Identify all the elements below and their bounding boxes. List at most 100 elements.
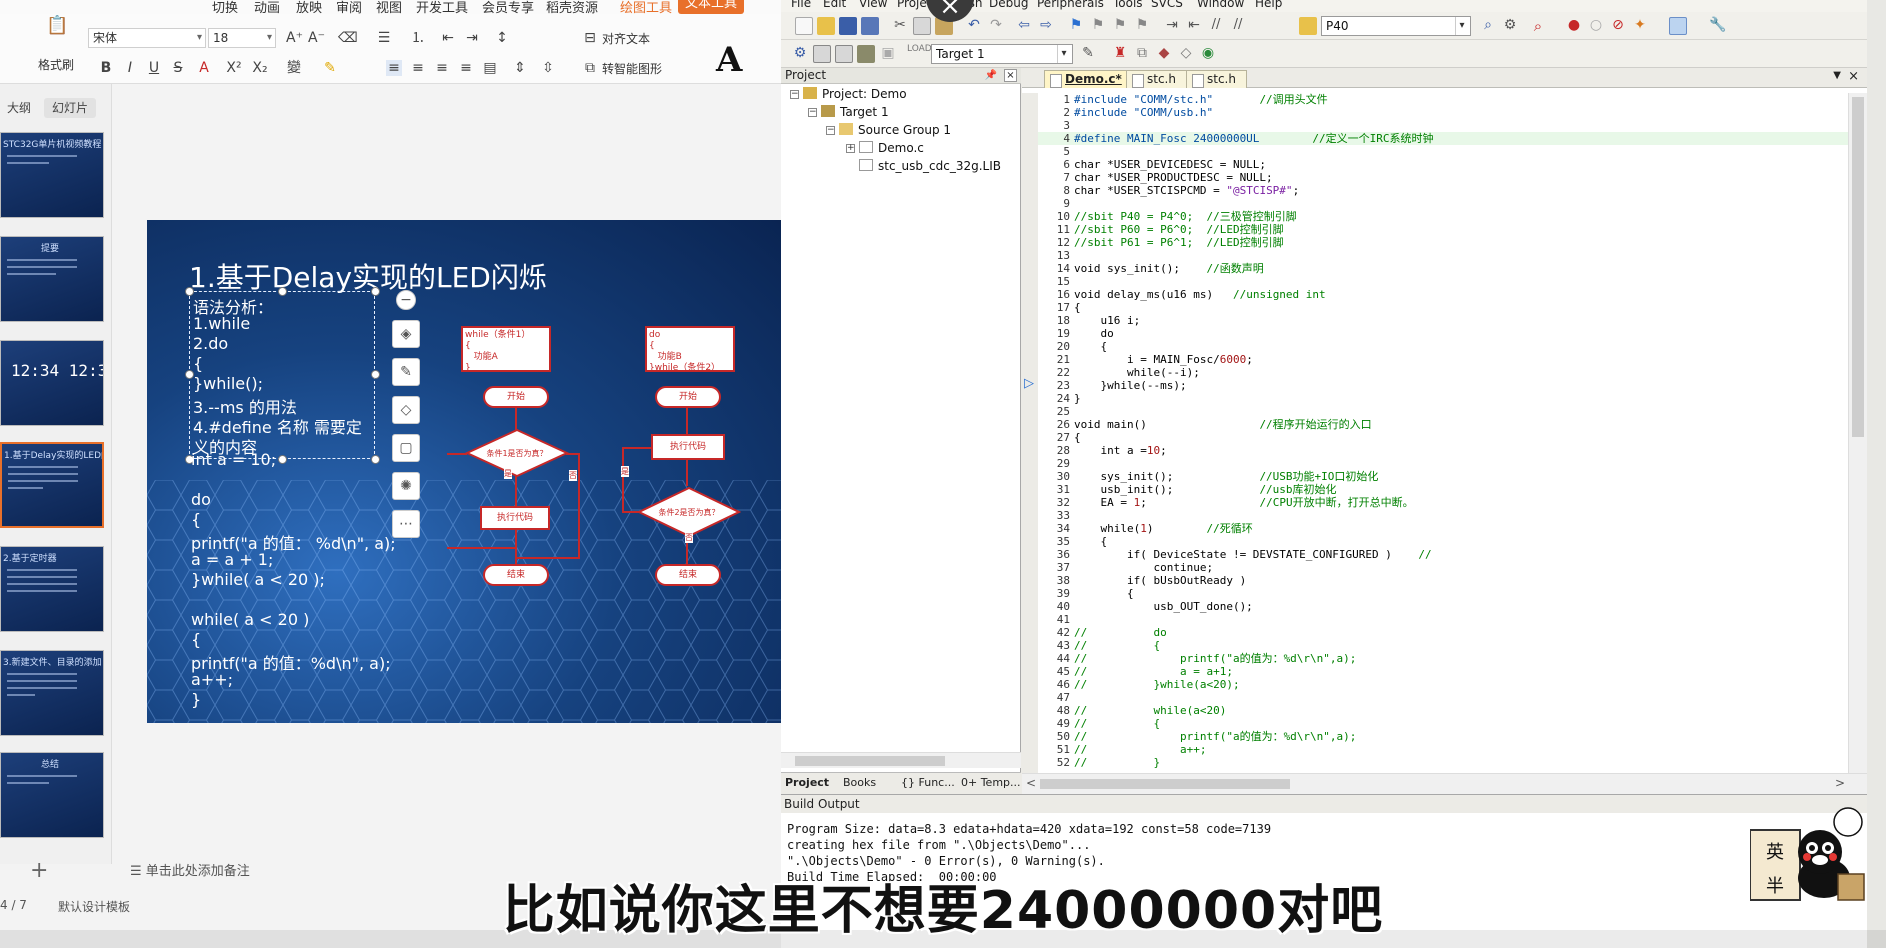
find-in-files-icon[interactable] [1299,17,1317,35]
tree-source-group[interactable]: Source Group 1 [839,122,951,138]
bold-icon[interactable]: B [100,60,112,76]
tab-functions[interactable]: {} Func... [901,776,955,789]
code-line[interactable]: 13 [1038,249,1848,262]
find-combo[interactable]: P40 [1321,16,1471,36]
find-icon[interactable]: ⌕ [1484,17,1492,33]
tab-books[interactable]: Books [843,776,877,789]
code-line[interactable]: 21 i = MAIN_Fosc/6000; [1038,353,1848,366]
align-text-icon[interactable]: ⊟ [584,30,596,46]
open-folder-icon[interactable] [817,17,835,35]
menu-tools[interactable]: Tools [1113,0,1143,10]
line-spacing-icon[interactable]: ↕ [496,30,508,46]
more-icon[interactable]: ⋯ [392,510,420,538]
tab-stc-h-2[interactable]: stc.h [1186,70,1247,88]
grow-font-icon[interactable]: A⁺ [286,30,303,46]
smart-shape-icon[interactable]: ⧉ [585,60,595,76]
align-center-icon[interactable]: ≡ [412,60,424,76]
resize-handle[interactable] [371,287,380,296]
align-left-icon[interactable]: ≡ [386,60,402,76]
code-line[interactable]: 23 }while(--ms); [1038,379,1848,392]
menu-switch[interactable]: 切换 [212,1,239,16]
code-line[interactable]: 12//sbit P61 = P6^1; //LED控制引脚 [1038,236,1848,249]
add-slide-button[interactable]: + [30,858,49,883]
text-style-preview[interactable]: A [716,40,743,80]
code-line[interactable]: 9 [1038,197,1848,210]
code-line[interactable]: 51// a++; [1038,743,1848,756]
code-line[interactable]: 2#include "COMM/usb.h" [1038,106,1848,119]
tab-outline[interactable]: 大纲 [6,101,31,115]
nav-back-icon[interactable]: ⇦ [1018,17,1030,33]
tree-target[interactable]: Target 1 [821,104,889,120]
tab-stc-h-1[interactable]: stc.h [1126,70,1187,88]
resize-handle[interactable] [185,455,194,464]
target-options-icon[interactable]: ✎ [1082,45,1094,61]
code-line[interactable]: 45// a = a+1; [1038,665,1848,678]
code-line[interactable]: 5 [1038,145,1848,158]
numbering-icon[interactable]: ⒈ [411,30,425,46]
code-line[interactable]: 37 continue; [1038,561,1848,574]
slide-title[interactable]: 1.基于Delay实现的LED闪烁 [189,261,547,294]
code-line[interactable]: 11//sbit P60 = P6^0; //LED控制引脚 [1038,223,1848,236]
resize-handle[interactable] [185,287,194,296]
tab-text-tools[interactable]: 文本工具 [678,0,744,14]
save-all-icon[interactable] [861,17,879,35]
select-packs-icon[interactable]: ◉ [1201,45,1215,61]
menu-help[interactable]: Help [1255,0,1283,10]
font-size-select[interactable]: 18 [208,28,276,48]
menu-drawing-tools[interactable]: 绘图工具 [620,1,673,16]
template-name[interactable]: 默认设计模板 [58,900,131,914]
copy-icon[interactable] [913,17,931,35]
pen-icon[interactable]: ✎ [392,358,420,386]
resize-handle[interactable] [371,455,380,464]
indent-icon[interactable]: ⇥ [1166,17,1178,33]
format-painter-label[interactable]: 格式刷 [38,58,75,72]
tree-file-demo-c[interactable]: Demo.c [859,140,924,156]
kill-breakpoints-icon[interactable]: ⊘ [1612,17,1624,33]
resize-handle[interactable] [278,455,287,464]
code-line[interactable]: 32 EA = 1; //CPU开放中断，打开总中断。 [1038,496,1848,509]
file-extensions-icon[interactable]: ⧉ [1137,45,1147,61]
line-height-icon[interactable]: ⇳ [542,60,554,76]
menu-animation[interactable]: 动画 [254,1,281,16]
para-spacing-icon[interactable]: ⇕ [514,60,526,76]
shrink-font-icon[interactable]: A⁻ [308,30,325,46]
code-line[interactable]: 3 [1038,119,1848,132]
close-overlay-button[interactable]: × [926,0,974,22]
tree-project-root[interactable]: Project: Demo [803,86,907,102]
scroll-right-icon[interactable]: > [1834,776,1845,790]
expand-file-icon[interactable]: + [846,143,855,153]
slide-thumbnail-5[interactable]: 2.基于定时器 [0,546,104,632]
lightbulb-icon[interactable]: ✺ [392,472,420,500]
code-line[interactable]: 31 usb_init(); //usb库初始化 [1038,483,1848,496]
new-file-icon[interactable] [795,17,813,35]
scroll-thumb[interactable] [1040,779,1290,789]
code-line[interactable]: 4#define MAIN_Fosc 24000000UL //定义一个IRC系… [1038,132,1848,145]
options-icon[interactable]: ✦ [1634,17,1646,33]
cut-icon[interactable]: ✂ [894,17,906,33]
resize-handle[interactable] [278,287,287,296]
config-icon[interactable]: 🔧 [1709,17,1727,33]
batch-build-icon[interactable] [857,45,875,63]
code-line[interactable]: 41 [1038,613,1848,626]
underline-icon[interactable]: U [148,60,160,76]
menu-developer[interactable]: 开发工具 [416,1,469,16]
menu-svcs[interactable]: SVCS [1151,0,1183,10]
code-line[interactable]: 18 u16 i; [1038,314,1848,327]
menu-member[interactable]: 会员专享 [482,1,535,16]
window-layout-icon[interactable] [1669,17,1687,35]
italic-icon[interactable]: I [127,60,133,76]
menu-peripherals[interactable]: Peripherals [1037,0,1104,10]
code-line[interactable]: 20 { [1038,340,1848,353]
slide-canvas[interactable]: 1.基于Delay实现的LED闪烁 语法分析： 1.while 2.do { }… [147,220,781,723]
menu-file[interactable]: File [791,0,812,10]
breakpoint-icon[interactable]: ● [1567,17,1581,33]
code-line[interactable]: 50// printf("a的值为：%d\r\n",a); [1038,730,1848,743]
slide-thumbnail-3[interactable]: 12:34 12:34 [0,340,104,426]
menu-docer[interactable]: 稻壳资源 [546,1,599,16]
font-color-icon[interactable]: A [199,60,209,76]
slide-thumbnail-4[interactable]: 1.基于Delay实现的LED闪烁 [0,442,104,528]
code-line[interactable]: 33 [1038,509,1848,522]
code-line[interactable]: 22 while(--i); [1038,366,1848,379]
